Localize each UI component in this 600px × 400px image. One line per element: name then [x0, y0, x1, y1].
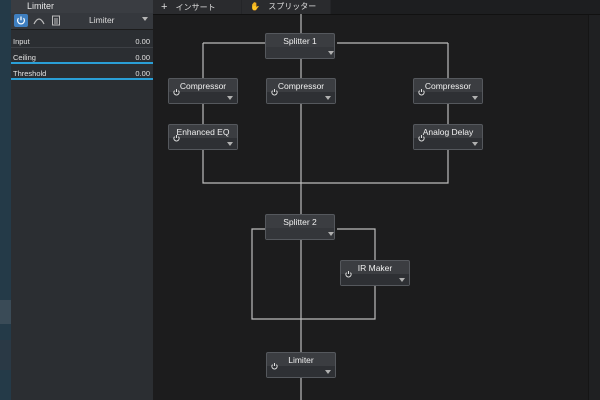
power-icon[interactable] — [417, 130, 426, 148]
chevron-down-icon[interactable] — [325, 370, 331, 374]
preset-name[interactable]: Limiter — [89, 15, 115, 25]
node-title: Compressor — [179, 81, 227, 91]
param-slider-bar[interactable] — [11, 78, 153, 80]
chevron-down-icon[interactable] — [328, 232, 334, 236]
power-icon[interactable] — [14, 14, 28, 27]
param-label: Input — [13, 37, 30, 46]
param-value[interactable]: 0.00 — [135, 53, 150, 62]
splitter-label: スプリッター — [268, 2, 317, 11]
plus-icon: + — [161, 1, 168, 13]
splitter-1-node[interactable]: Splitter 1 — [265, 33, 335, 59]
insert-label: インサート — [175, 3, 216, 12]
param-label: Ceiling — [13, 53, 36, 62]
chevron-down-icon[interactable] — [325, 96, 331, 100]
analog-delay-node[interactable]: Analog Delay — [413, 124, 483, 150]
chevron-down-icon[interactable] — [472, 142, 478, 146]
toolbar-empty-area — [331, 0, 600, 14]
node-title: Enhanced EQ — [176, 127, 230, 137]
route-toolbar: + インサート ✋ スプリッター — [153, 0, 600, 15]
document-icon[interactable] — [51, 15, 61, 26]
param-input[interactable]: Input 0.00 — [11, 33, 153, 48]
limiter-node[interactable]: Limiter — [266, 352, 336, 378]
insert-button[interactable]: + インサート — [153, 0, 241, 14]
left-edge-handle[interactable] — [0, 300, 11, 324]
curve-icon[interactable] — [33, 15, 45, 26]
compressor-node[interactable]: Compressor — [266, 78, 336, 104]
power-icon[interactable] — [172, 130, 181, 148]
splitter-button[interactable]: ✋ スプリッター — [242, 0, 330, 14]
power-icon[interactable] — [172, 84, 181, 102]
param-label: Threshold — [13, 69, 47, 78]
left-edge-strip — [0, 0, 11, 400]
node-title: Limiter — [288, 355, 314, 365]
param-slider-bar[interactable] — [11, 62, 153, 64]
node-title: Splitter 1 — [283, 36, 317, 46]
node-title: IR Maker — [357, 263, 393, 273]
splitter-2-node[interactable]: Splitter 2 — [265, 214, 335, 240]
compressor-node[interactable]: Compressor — [413, 78, 483, 104]
node-title: Compressor — [277, 81, 325, 91]
hand-icon: ✋ — [250, 2, 260, 11]
param-divider — [11, 47, 153, 48]
chevron-down-icon[interactable] — [227, 142, 233, 146]
node-title: Splitter 2 — [283, 217, 317, 227]
plugin-panel: Limiter Limiter Input 0.00 Ceiling 0.00 … — [11, 0, 154, 400]
param-ceiling[interactable]: Ceiling 0.00 — [11, 49, 153, 64]
node-title: Analog Delay — [422, 127, 474, 137]
power-icon[interactable] — [344, 266, 353, 284]
ir-maker-node[interactable]: IR Maker — [340, 260, 410, 286]
chevron-down-icon[interactable] — [328, 51, 334, 55]
node-title: Compressor — [424, 81, 472, 91]
power-icon[interactable] — [270, 84, 279, 102]
chevron-down-icon[interactable] — [227, 96, 233, 100]
chevron-down-icon[interactable] — [399, 278, 405, 282]
vertical-scrollbar[interactable] — [588, 15, 600, 400]
enhanced-eq-node[interactable]: Enhanced EQ — [168, 124, 238, 150]
compressor-node[interactable]: Compressor — [168, 78, 238, 104]
plugin-title: Limiter — [11, 0, 153, 13]
param-value[interactable]: 0.00 — [135, 37, 150, 46]
plugin-toolbar: Limiter — [11, 13, 153, 30]
param-value[interactable]: 0.00 — [135, 69, 150, 78]
chevron-down-icon[interactable] — [472, 96, 478, 100]
preset-dropdown-icon[interactable] — [142, 17, 148, 21]
power-icon[interactable] — [270, 358, 279, 376]
left-edge-track — [0, 340, 11, 370]
param-threshold[interactable]: Threshold 0.00 — [11, 65, 153, 80]
power-icon[interactable] — [417, 84, 426, 102]
